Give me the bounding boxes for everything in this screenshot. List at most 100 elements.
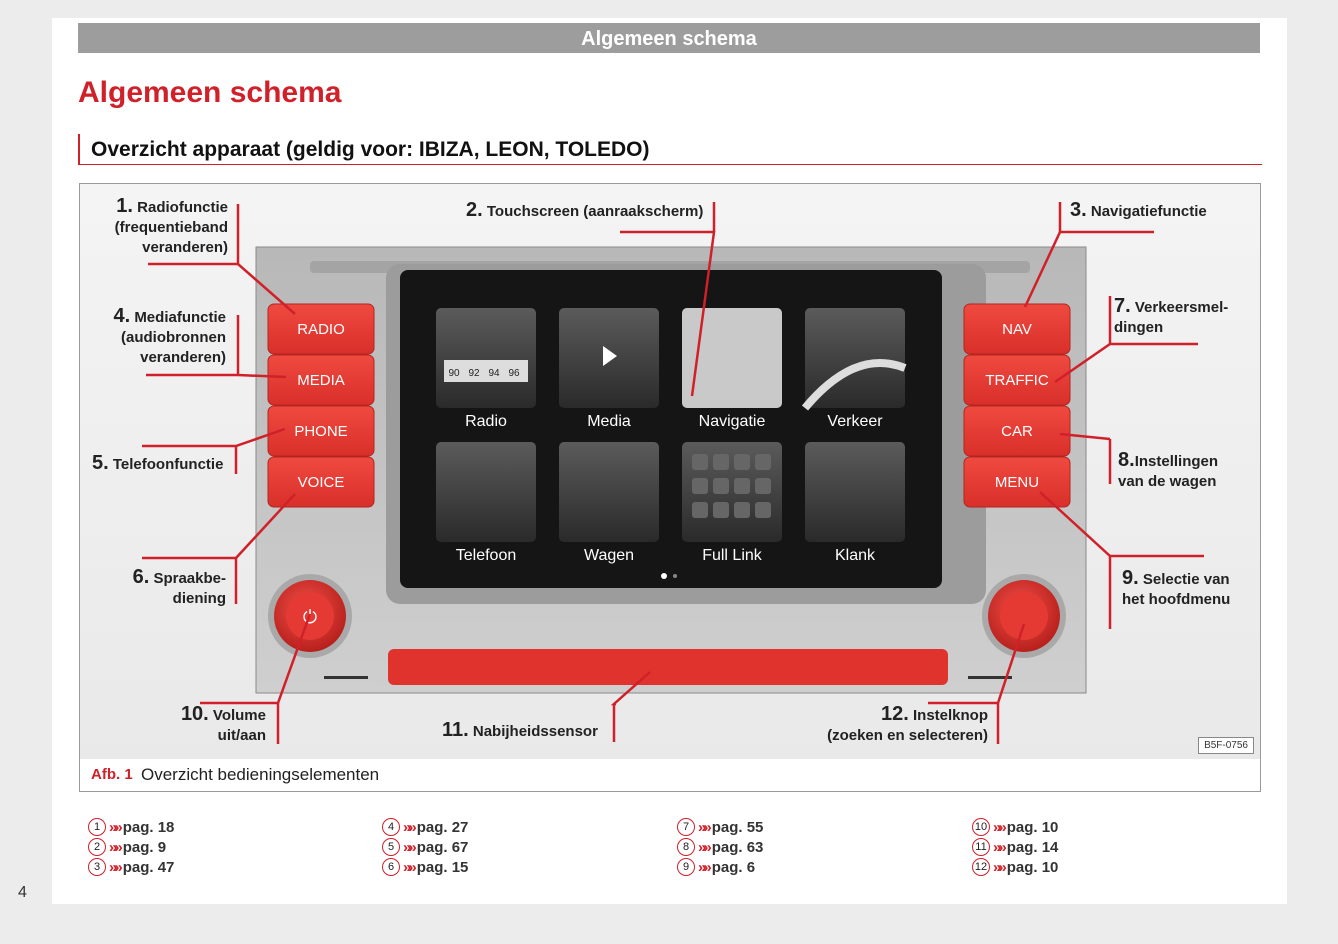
caption-label: Afb. 1	[91, 766, 133, 783]
svg-text:Radio: Radio	[465, 413, 507, 430]
page-number: 4	[18, 884, 27, 901]
ref-page: pag. 14	[1006, 838, 1059, 856]
page-dot-active	[661, 573, 667, 579]
btn-voice[interactable]: VOICE	[267, 456, 375, 508]
arrow-icon: »»	[698, 818, 712, 836]
svg-text:TRAFFIC: TRAFFIC	[985, 372, 1048, 389]
svg-text:MENU: MENU	[995, 474, 1039, 491]
arrow-icon: »»	[109, 818, 123, 836]
label-7: 7. Verkeersmel- dingen	[1114, 295, 1229, 336]
svg-text:Media: Media	[587, 413, 631, 430]
proximity-sensor	[388, 649, 948, 685]
btn-radio[interactable]: RADIO	[267, 303, 375, 355]
section-header-bar: Algemeen schema	[78, 23, 1260, 53]
ref-item[interactable]: 12»»pag. 10	[972, 857, 1058, 877]
svg-text:VOICE: VOICE	[298, 474, 345, 491]
tile-media[interactable]: Media	[559, 308, 659, 430]
ref-number: 4	[382, 818, 400, 836]
ref-page: pag. 67	[416, 838, 469, 856]
arrow-icon: »»	[403, 818, 417, 836]
leader-lines	[142, 202, 1204, 744]
label-11: 11. Nabijheidssensor	[442, 719, 598, 741]
arrow-icon: »»	[993, 838, 1007, 856]
tile-wagen[interactable]: Wagen	[559, 442, 659, 564]
ref-item[interactable]: 9»»pag. 6	[677, 857, 763, 877]
page-title: Algemeen schema	[78, 76, 342, 109]
btn-menu[interactable]: MENU	[963, 456, 1071, 508]
label-2: 2. Touchscreen (aanraakscherm)	[466, 199, 704, 221]
arrow-icon: »»	[403, 838, 417, 856]
ref-item[interactable]: 4»»pag. 27	[382, 817, 468, 837]
arrow-icon: »»	[993, 858, 1007, 876]
btn-traffic[interactable]: TRAFFIC	[963, 354, 1071, 406]
svg-text:Telefoon: Telefoon	[456, 547, 517, 564]
arrow-icon: »»	[403, 858, 417, 876]
ref-page: pag. 10	[1006, 818, 1059, 836]
tile-klank[interactable]: Klank	[805, 442, 905, 564]
label-12: 12. Instelknop (zoeken en selecteren)	[827, 703, 988, 744]
arrow-icon: »»	[698, 858, 712, 876]
ref-number: 8	[677, 838, 695, 856]
ref-number: 5	[382, 838, 400, 856]
ref-number: 10	[972, 818, 990, 836]
tile-navigatie[interactable]: Navigatie	[682, 308, 782, 430]
tile-full-link[interactable]: Full Link	[682, 442, 782, 564]
ref-item[interactable]: 7»»pag. 55	[677, 817, 763, 837]
ref-item[interactable]: 1»»pag. 18	[88, 817, 174, 837]
svg-text:CAR: CAR	[1001, 423, 1033, 440]
ref-item[interactable]: 3»»pag. 47	[88, 857, 174, 877]
ref-page: pag. 10	[1006, 858, 1059, 876]
ref-item[interactable]: 11»»pag. 14	[972, 837, 1058, 857]
svg-text:NAV: NAV	[1002, 321, 1032, 338]
caption-text: Overzicht bedieningselementen	[141, 765, 380, 784]
ref-number: 9	[677, 858, 695, 876]
tile-verkeer[interactable]: Verkeer	[801, 308, 907, 430]
arrow-icon: »»	[109, 858, 123, 876]
arrow-icon: »»	[993, 818, 1007, 836]
tile-telefoon[interactable]: Telefoon	[436, 442, 536, 564]
ref-number: 6	[382, 858, 400, 876]
ref-number: 3	[88, 858, 106, 876]
svg-text:Wagen: Wagen	[584, 547, 634, 564]
ref-item[interactable]: 10»»pag. 10	[972, 817, 1058, 837]
ref-page: pag. 27	[416, 818, 469, 836]
ref-number: 2	[88, 838, 106, 856]
ref-number: 7	[677, 818, 695, 836]
arrow-icon: »»	[109, 838, 123, 856]
label-5: 5. Telefoonfunctie	[92, 452, 224, 474]
figure-code: B5F-0756	[1198, 737, 1254, 754]
ref-item[interactable]: 8»»pag. 63	[677, 837, 763, 857]
ref-page: pag. 55	[711, 818, 764, 836]
svg-text:90: 90	[448, 368, 460, 379]
page-dot	[673, 574, 677, 578]
label-3: 3. Navigatiefunctie	[1070, 199, 1207, 221]
ref-item[interactable]: 6»»pag. 15	[382, 857, 468, 877]
label-10: 10. Volume uit/aan	[180, 703, 266, 744]
ref-item[interactable]: 5»»pag. 67	[382, 837, 468, 857]
ref-page: pag. 9	[122, 838, 167, 856]
label-6: 6. Spraakbe- diening	[132, 566, 226, 607]
subheading-text: Overzicht apparaat (geldig voor: IBIZA, …	[91, 138, 650, 161]
svg-text:RADIO: RADIO	[297, 321, 345, 338]
svg-text:92: 92	[468, 368, 480, 379]
ref-item[interactable]: 2»»pag. 9	[88, 837, 174, 857]
btn-media[interactable]: MEDIA	[267, 354, 375, 406]
btn-phone[interactable]: PHONE	[267, 405, 375, 457]
ref-page: pag. 47	[122, 858, 175, 876]
svg-text:MEDIA: MEDIA	[297, 372, 345, 389]
btn-car[interactable]: CAR	[963, 405, 1071, 457]
btn-nav[interactable]: NAV	[963, 303, 1071, 355]
svg-text:Verkeer: Verkeer	[827, 413, 883, 430]
arrow-icon: »»	[698, 838, 712, 856]
svg-text:96: 96	[508, 368, 520, 379]
svg-text:Full Link: Full Link	[702, 547, 763, 564]
